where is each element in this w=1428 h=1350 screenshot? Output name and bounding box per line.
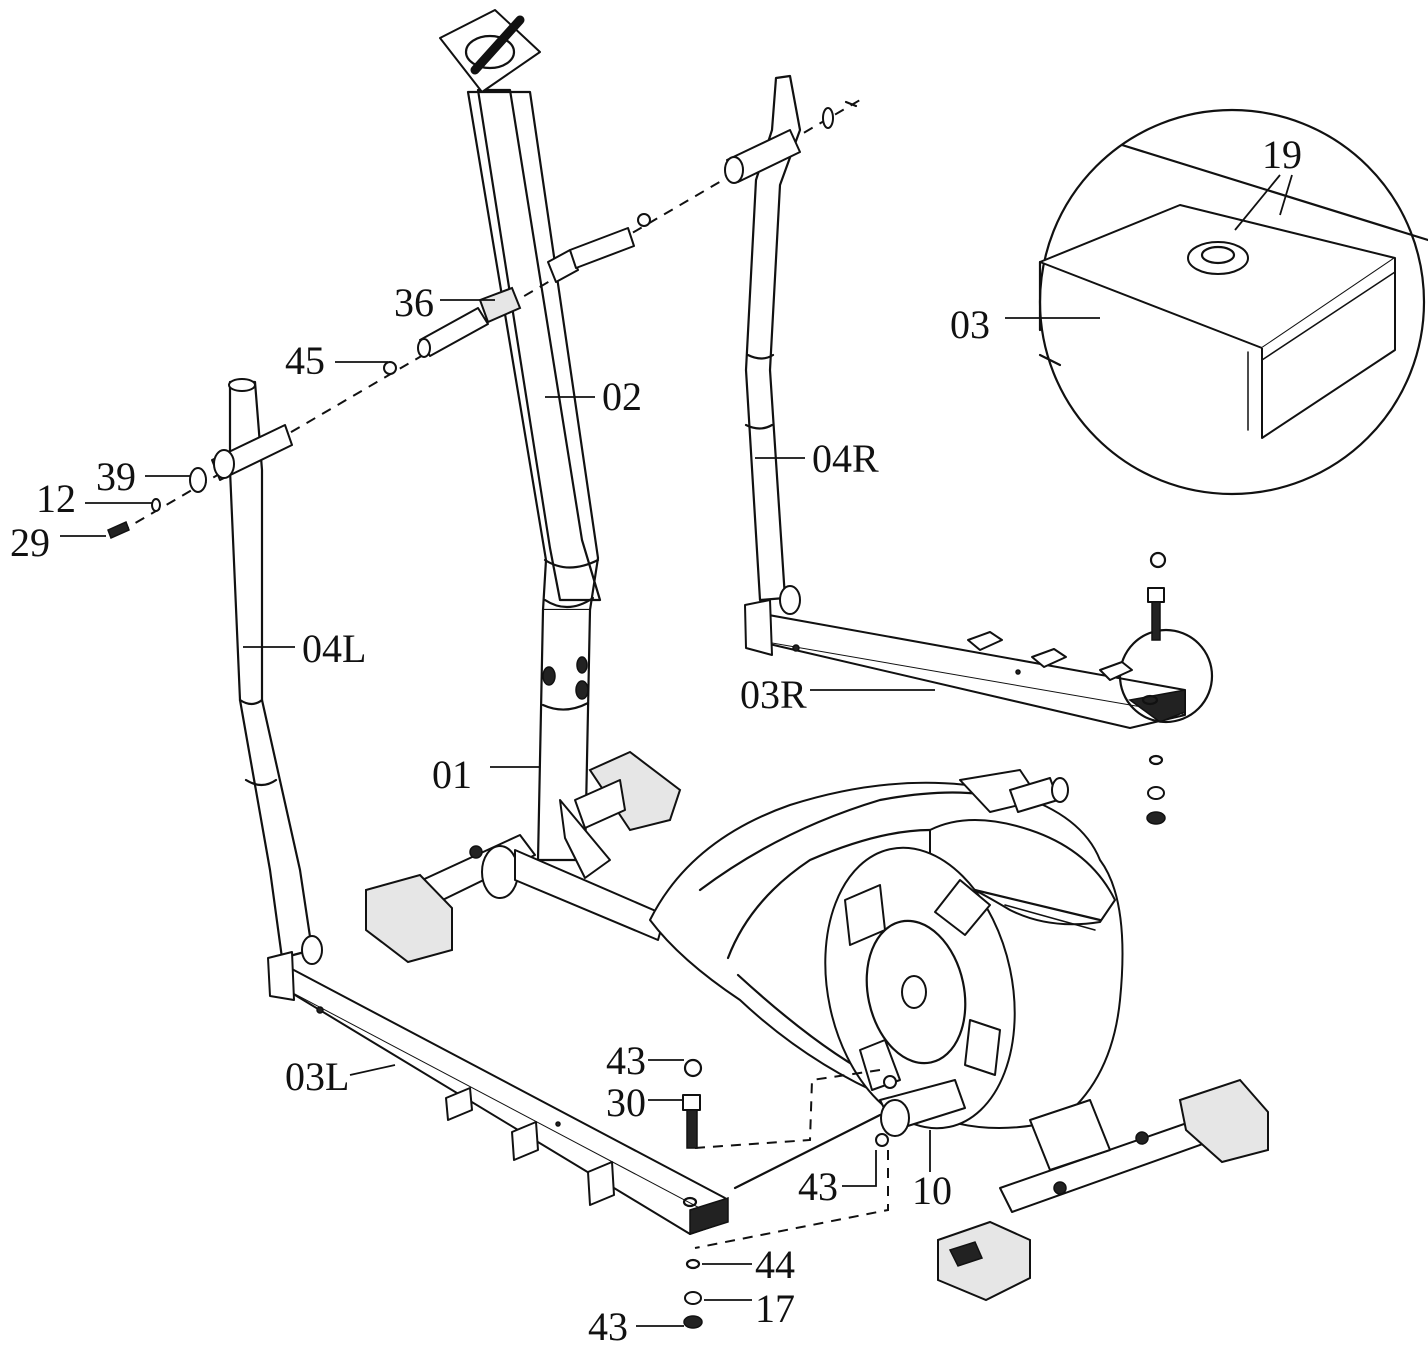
flywheel-housing xyxy=(649,769,1124,1171)
label-04R: 04R xyxy=(812,436,879,481)
label-45: 45 xyxy=(285,338,325,383)
upright-post xyxy=(439,9,611,879)
label-12: 12 xyxy=(36,476,76,521)
connection-lines xyxy=(682,1058,889,1329)
right-handlebar xyxy=(724,74,802,602)
label-43-top: 43 xyxy=(606,1038,646,1083)
label-43-mid: 43 xyxy=(798,1164,838,1209)
right-pedal-rail xyxy=(744,551,1214,825)
label-03: 03 xyxy=(950,302,990,347)
label-04L: 04L xyxy=(302,626,366,671)
pivot-axle-assembly xyxy=(119,99,861,533)
label-03L: 03L xyxy=(285,1054,349,1099)
label-02: 02 xyxy=(602,374,642,419)
label-39: 39 xyxy=(96,454,136,499)
detail-circle xyxy=(1038,108,1428,496)
label-03R: 03R xyxy=(740,672,807,717)
label-36: 36 xyxy=(394,280,434,325)
leader-lines xyxy=(60,174,1293,1327)
left-pedal-rail xyxy=(267,935,729,1236)
label-44: 44 xyxy=(755,1242,795,1287)
base-frame xyxy=(365,750,1269,1302)
label-29: 29 xyxy=(10,520,50,565)
label-17: 17 xyxy=(755,1286,795,1331)
part-labels: 19 03 36 45 02 04R 39 12 29 04L 03R 01 0… xyxy=(10,132,1302,1349)
label-30: 30 xyxy=(606,1080,646,1125)
label-10: 10 xyxy=(912,1168,952,1213)
label-43-bottom: 43 xyxy=(588,1304,628,1345)
label-01: 01 xyxy=(432,752,472,797)
left-handlebar xyxy=(107,378,314,960)
label-19: 19 xyxy=(1262,132,1302,177)
